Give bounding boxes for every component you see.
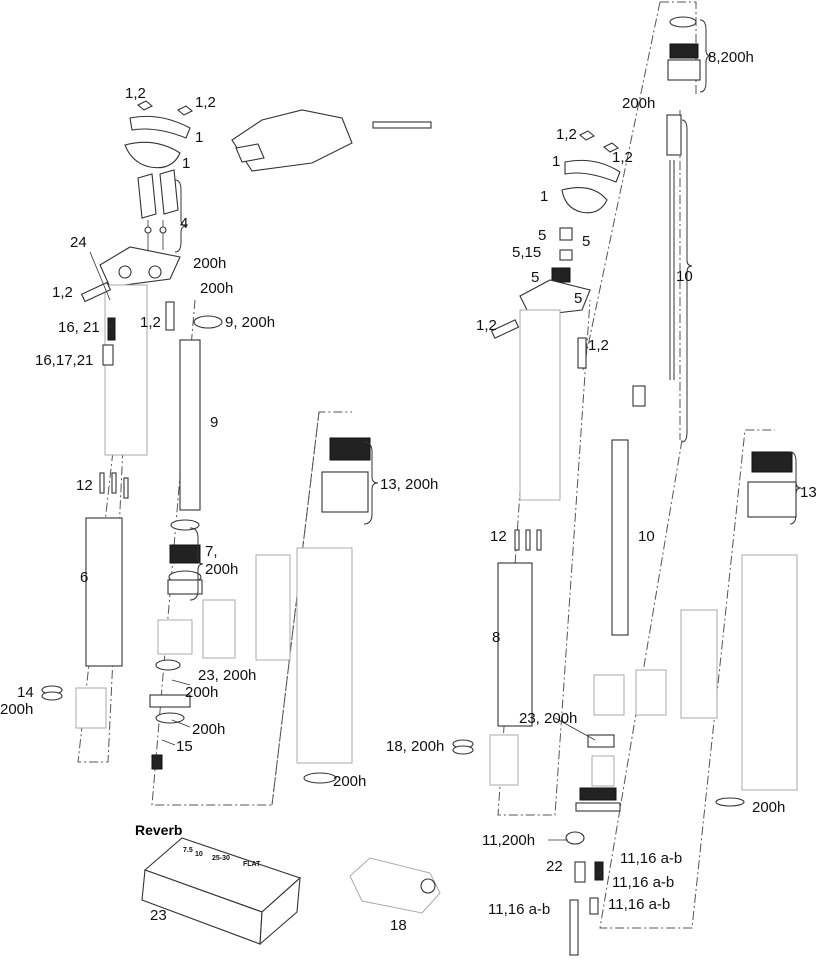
top-clamp: [129, 115, 191, 139]
leader-lines: [89, 251, 596, 841]
callout: 200h: [192, 721, 225, 738]
clamp-nut: [137, 100, 153, 111]
callout: 16,17,21: [35, 352, 93, 369]
callout: 1: [552, 153, 560, 170]
callout: 13: [800, 484, 817, 501]
callout: 200h: [200, 280, 233, 297]
callout: 5: [574, 290, 582, 307]
callout: 11,16 a-b: [612, 874, 674, 891]
right-assembly: [452, 16, 798, 956]
callout: 5: [538, 227, 546, 244]
callout: 13, 200h: [380, 476, 438, 493]
callout: 18: [390, 917, 407, 934]
callout: 10: [676, 268, 693, 285]
part-18: [349, 857, 441, 914]
tool-marking: 10: [195, 851, 203, 858]
callout: 23, 200h: [519, 710, 577, 727]
callout: 200h: [622, 95, 655, 112]
callout: 1,2: [195, 94, 216, 111]
callout: 14: [17, 684, 34, 701]
outer-body: [296, 547, 353, 764]
callout: 5,15: [512, 244, 541, 261]
remote-lever: [231, 109, 432, 172]
callout: 12: [76, 477, 93, 494]
callout: 9, 200h: [225, 314, 275, 331]
callout: 5: [582, 233, 590, 250]
clamp-nut: [177, 105, 193, 116]
callout: 1,2: [52, 284, 73, 301]
callout: 8: [492, 629, 500, 646]
reverb-title: Reverb: [135, 822, 182, 838]
callout: 1: [182, 155, 190, 172]
piston-stack: [167, 519, 203, 595]
callout: 23, 200h: [198, 667, 256, 684]
lower-clamp: [124, 141, 181, 169]
callout: 200h: [193, 255, 226, 272]
callout: 200h: [333, 773, 366, 790]
callout: 200h: [0, 701, 33, 718]
callout: 12: [490, 528, 507, 545]
piston-tube: [179, 339, 201, 511]
upper-post: [104, 284, 148, 456]
callout: 23: [150, 907, 167, 924]
tool-marking: FLAT: [243, 861, 261, 868]
callout: 1,2: [476, 317, 497, 334]
callout: 1: [540, 188, 548, 205]
callout: 1,2: [125, 85, 146, 102]
tool-marking: 25-30: [212, 855, 230, 862]
callout: 8,200h: [708, 49, 754, 66]
callout: 4: [180, 215, 188, 232]
left-assembly: [41, 100, 371, 784]
tool-23: [141, 837, 302, 946]
callout: 5: [531, 269, 539, 286]
brackets: [174, 19, 802, 601]
callout: 1,2: [556, 126, 577, 143]
callout: 6: [80, 569, 88, 586]
callout: 10: [638, 528, 655, 545]
callout: 200h: [752, 799, 785, 816]
callout: 15: [176, 738, 193, 755]
callout: 200h: [205, 561, 238, 578]
tool-marking: 7.5: [183, 847, 193, 854]
callout: 24: [70, 234, 87, 251]
callout: 1: [195, 129, 203, 146]
callout: 1,2: [140, 314, 161, 331]
callout: 11,16 a-b: [608, 896, 670, 913]
callout: 22: [546, 858, 563, 875]
callout: 11,200h: [482, 832, 535, 849]
callout: 11,16 a-b: [620, 850, 682, 867]
callout: 7,: [205, 543, 218, 560]
callout: 18, 200h: [386, 738, 444, 755]
bushing-14: [41, 685, 107, 729]
callout: 11,16 a-b: [488, 901, 550, 918]
callout: 1,2: [612, 149, 633, 166]
callout: 1,2: [588, 337, 609, 354]
callout: 9: [210, 414, 218, 431]
callout: 16, 21: [58, 319, 100, 336]
lower-post: [85, 517, 123, 667]
callout: 200h: [185, 684, 218, 701]
post-head: [99, 246, 181, 288]
